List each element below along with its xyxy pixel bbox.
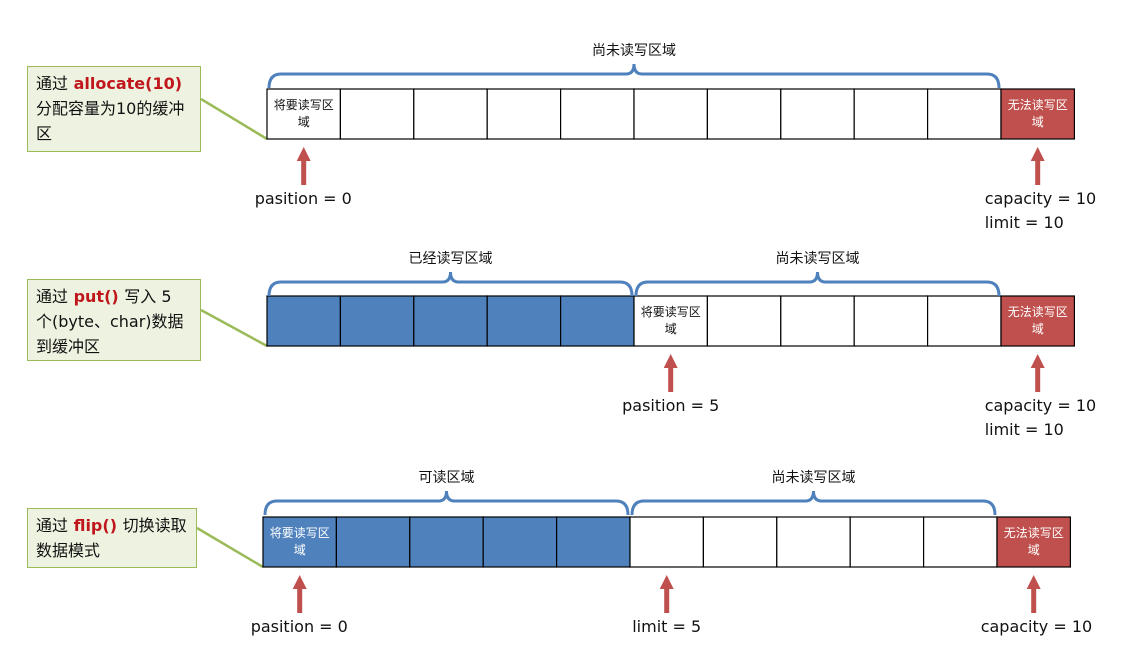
buffer-cell xyxy=(486,88,562,140)
callout-function: allocate(10) xyxy=(68,74,183,93)
region-label: 尚未读写区域 xyxy=(592,43,676,59)
buffer-cell xyxy=(776,516,851,568)
buffer-cell xyxy=(559,295,635,347)
callout-box: 通过 allocate(10) 分配容量为10的缓冲区 xyxy=(27,66,201,152)
callout-function: put() xyxy=(68,287,125,306)
buffer-cell xyxy=(996,516,1072,568)
buffer-cell xyxy=(922,516,998,568)
callout-box: 通过 flip() 切换读取数据模式 xyxy=(27,508,197,568)
callout-prefix: 通过 xyxy=(36,74,69,93)
pointer-arrow-head xyxy=(1030,354,1045,368)
buffer-cell xyxy=(849,516,925,568)
buffer-cell xyxy=(339,88,415,140)
buffer-cell xyxy=(780,88,855,140)
buffer-cell xyxy=(926,295,1002,347)
buffer-cell xyxy=(262,516,338,568)
callout-description: 写入 5 个(byte、char)数据到缓冲区 xyxy=(36,287,184,356)
buffer-cell xyxy=(266,295,342,347)
region-brace xyxy=(263,490,630,516)
buffer-cell xyxy=(853,88,929,140)
region-brace xyxy=(267,63,1001,89)
buffer-cell xyxy=(706,88,782,140)
buffer-cell xyxy=(853,295,929,347)
pointer-label: capacity = 10 xyxy=(984,396,1097,415)
pointer-arrow-head xyxy=(296,147,311,161)
region-brace xyxy=(634,271,1001,297)
buffer-cell xyxy=(780,295,855,347)
region-brace xyxy=(630,490,997,516)
buffer-cell xyxy=(339,295,415,347)
pointer-label: pasition = 5 xyxy=(622,396,720,415)
callout-prefix: 通过 xyxy=(36,516,69,535)
pointer-label: limit = 5 xyxy=(632,617,702,636)
buffer-cell xyxy=(335,516,411,568)
pointer-arrow-head xyxy=(292,575,307,589)
buffer-cell xyxy=(1000,295,1076,347)
pointer-arrow-head xyxy=(659,575,674,589)
cell-label: 无法读写区域 xyxy=(1007,98,1068,129)
region-label: 已经读写区域 xyxy=(408,251,493,267)
buffer-cell xyxy=(413,295,488,347)
buffer-cell xyxy=(482,516,558,568)
buffer-cell xyxy=(629,516,705,568)
pointer-label: pasition = 0 xyxy=(250,617,348,636)
callout-description: 分配容量为10的缓冲区 xyxy=(36,99,185,143)
buffer-cell xyxy=(706,295,782,347)
pointer-label: limit = 10 xyxy=(984,213,1064,232)
callout-connector xyxy=(200,97,268,141)
callout-box: 通过 put() 写入 5 个(byte、char)数据到缓冲区 xyxy=(27,279,201,361)
buffer-cell xyxy=(555,516,631,568)
region-brace xyxy=(267,271,634,297)
pointer-label: limit = 10 xyxy=(984,420,1064,439)
region-label: 尚未读写区域 xyxy=(771,470,856,486)
buffer-cell xyxy=(1000,88,1076,140)
buffer-cell xyxy=(559,88,635,140)
buffer-cell xyxy=(702,516,778,568)
cell-label: 将要读写区域 xyxy=(273,98,334,129)
callout-connector xyxy=(196,526,264,569)
pointer-arrow-head xyxy=(663,354,678,368)
pointer-label: pasition = 0 xyxy=(254,189,352,208)
region-label: 尚未读写区域 xyxy=(775,251,860,267)
cell-label: 无法读写区域 xyxy=(1003,526,1064,557)
callout-description: 切换读取数据模式 xyxy=(36,516,187,560)
callout-connector xyxy=(200,308,268,348)
cell-label: 将要读写区域 xyxy=(269,526,330,557)
callout-function: flip() xyxy=(68,516,123,535)
buffer-cell xyxy=(926,88,1002,140)
cell-label: 将要读写区域 xyxy=(640,305,701,336)
buffer-cell xyxy=(413,88,488,140)
buffer-cell xyxy=(633,88,709,140)
pointer-arrow-head xyxy=(1030,147,1045,161)
buffer-cell xyxy=(409,516,484,568)
pointer-label: capacity = 10 xyxy=(984,189,1097,208)
buffer-cell xyxy=(486,295,562,347)
region-label: 可读区域 xyxy=(418,470,475,486)
pointer-label: capacity = 10 xyxy=(980,617,1093,636)
pointer-arrow-head xyxy=(1026,575,1041,589)
buffer-cell xyxy=(633,295,709,347)
cell-label: 无法读写区域 xyxy=(1007,305,1068,336)
callout-prefix: 通过 xyxy=(36,287,69,306)
